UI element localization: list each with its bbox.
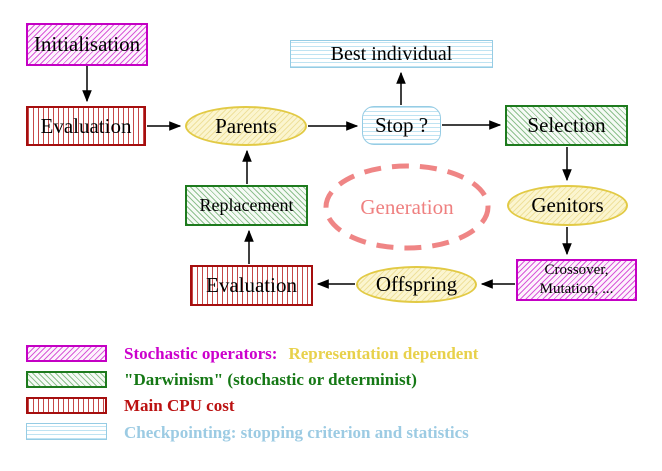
node-genitors: Genitors [507,185,628,226]
legend-label-representation-dependent: Representation dependent [288,344,479,363]
legend-swatch-main-cpu-cost [26,397,107,414]
legend-label-stochastic-part1: Stochastic operators: [124,344,278,363]
legend-label-checkpointing: Checkpointing: stopping criterion and st… [124,423,469,442]
generation-dashed-ellipse [323,163,491,251]
node-replacement: Replacement [185,185,308,226]
legend-label-main-cpu-cost: Main CPU cost [124,396,235,415]
node-selection: Selection [505,105,628,146]
node-parents: Parents [185,106,307,146]
crossover-line1: Crossover, [544,262,609,279]
node-offspring: Offspring [356,266,477,303]
legend-swatch-darwinism [26,371,107,388]
generation-label: Generation [360,194,454,219]
node-evaluation-top: Evaluation [26,106,146,146]
node-initialisation: Initialisation [26,23,148,66]
node-stop: Stop ? [362,106,441,145]
legend-swatch-stochastic-operators [26,345,107,362]
legend-swatch-checkpointing [26,423,107,440]
node-evaluation-bottom: Evaluation [190,265,313,306]
node-crossover-mutation: Crossover, Mutation, ... [516,259,637,301]
crossover-line2: Mutation, ... [539,281,614,297]
node-best-individual: Best individual [290,40,493,68]
legend-label-darwinism: "Darwinism" (stochastic or determinist) [124,370,417,389]
legend-label-stochastic-operators: Stochastic operators: Representation depe… [124,344,478,364]
